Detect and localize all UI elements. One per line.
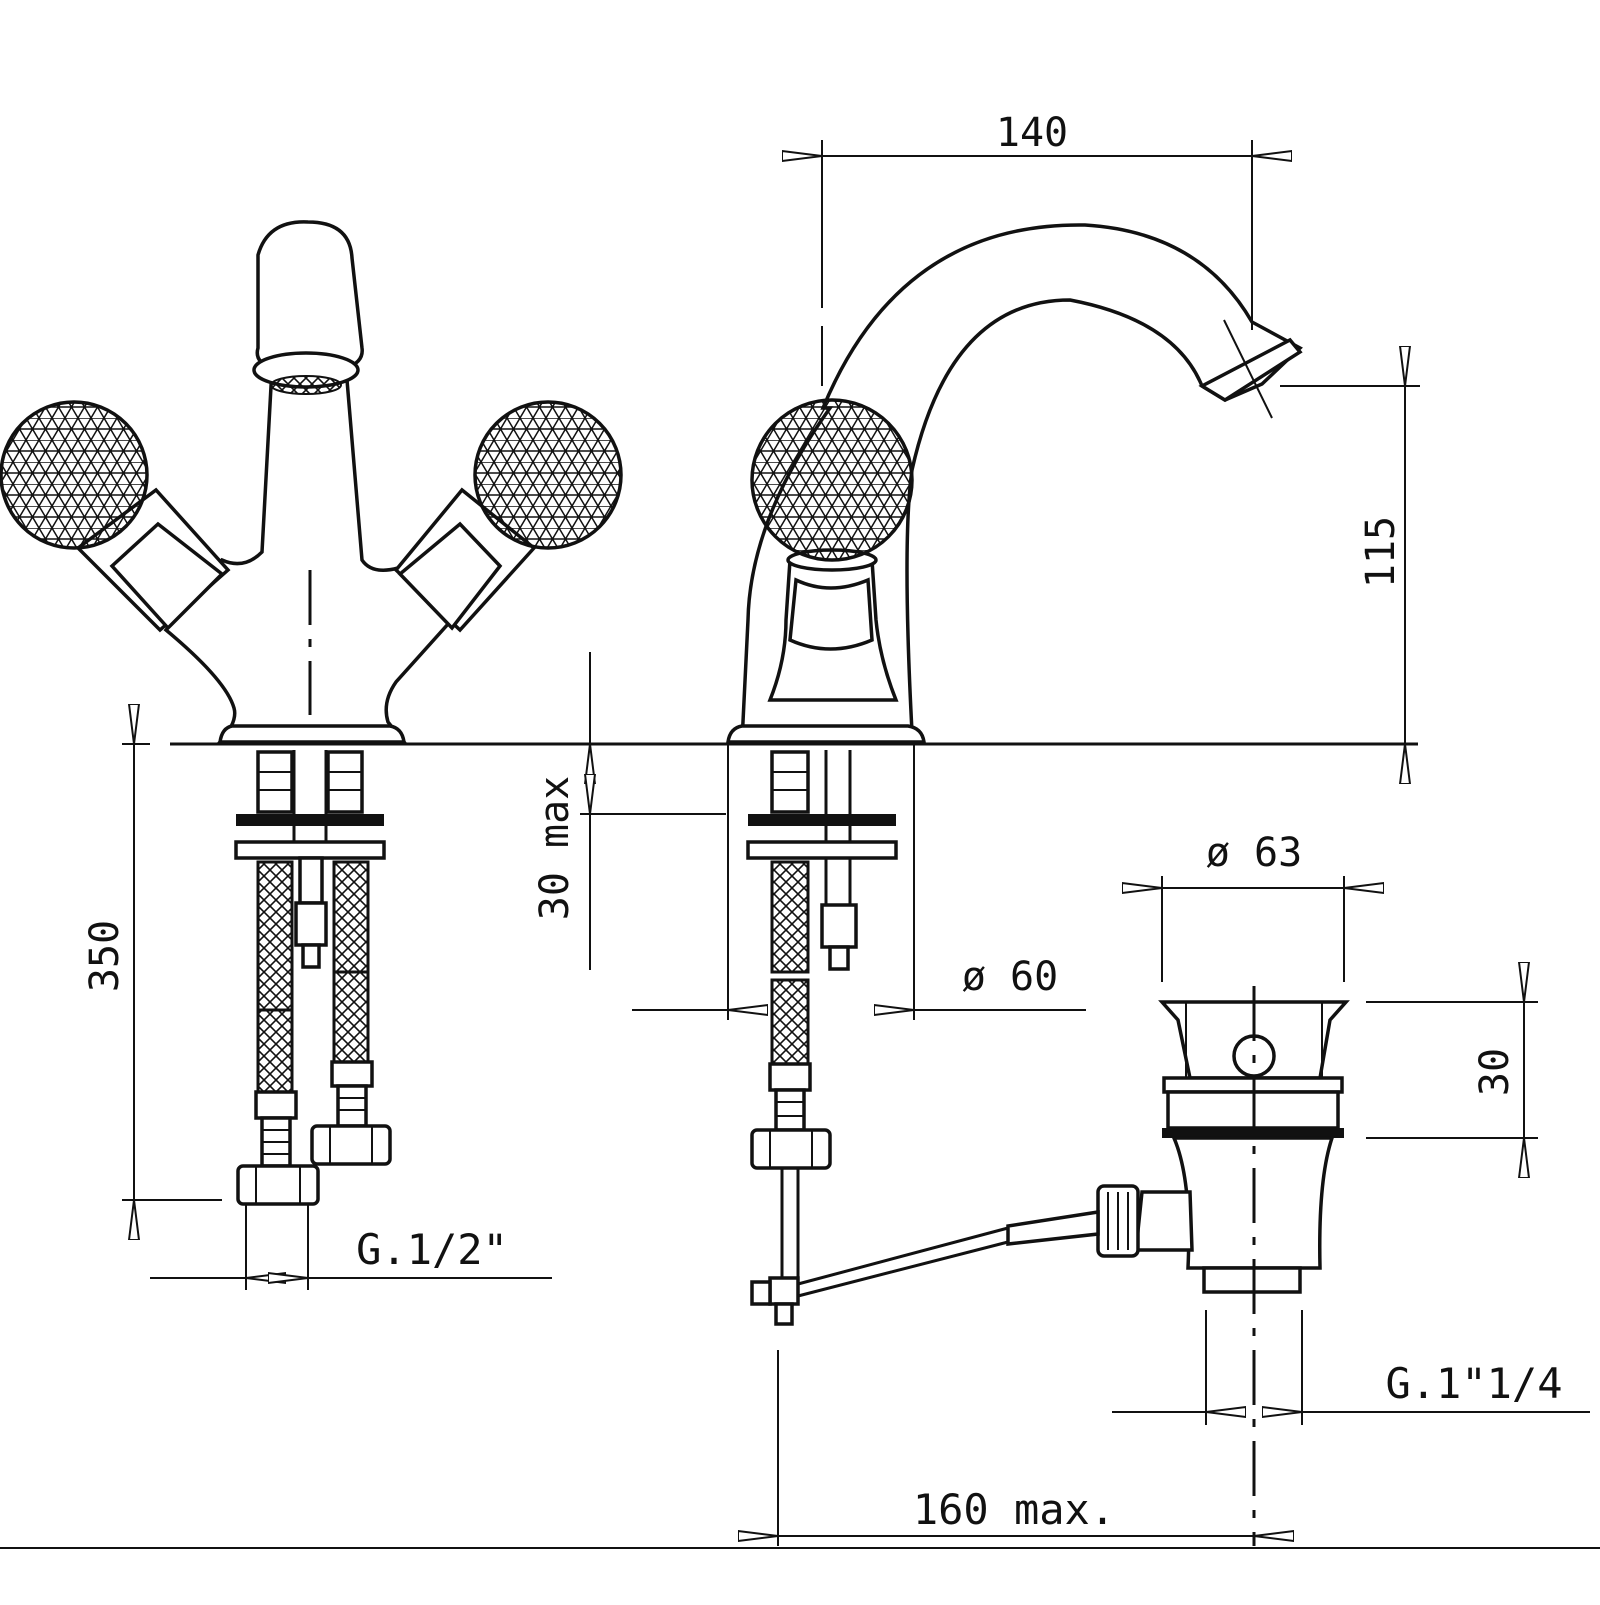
dim-label-deck-thickness: 30 max [532, 776, 578, 921]
waste-assembly [797, 986, 1350, 1546]
dim-label-hose-length: 350 [82, 920, 128, 992]
side-view-faucet [725, 170, 1303, 744]
dim-label-waste-height: 30 [1472, 1048, 1518, 1096]
dim-label-waste-diameter: ø 63 [1206, 830, 1302, 876]
dim-label-rod-length: 160 max. [913, 1485, 1115, 1534]
dim-label-inlet-thread: G.1/2" [356, 1225, 508, 1274]
dimension-lines [122, 140, 1590, 1546]
front-view-faucet [0, 220, 623, 744]
dim-label-spout-reach: 140 [996, 110, 1068, 156]
dim-label-spout-height: 115 [1358, 516, 1404, 588]
dim-label-waste-thread: G.1"1/4 [1385, 1359, 1562, 1408]
side-under-deck-fittings [746, 750, 898, 1326]
dim-label-hole-diameter: ø 60 [962, 954, 1058, 1000]
front-under-deck-fittings [234, 750, 392, 1206]
